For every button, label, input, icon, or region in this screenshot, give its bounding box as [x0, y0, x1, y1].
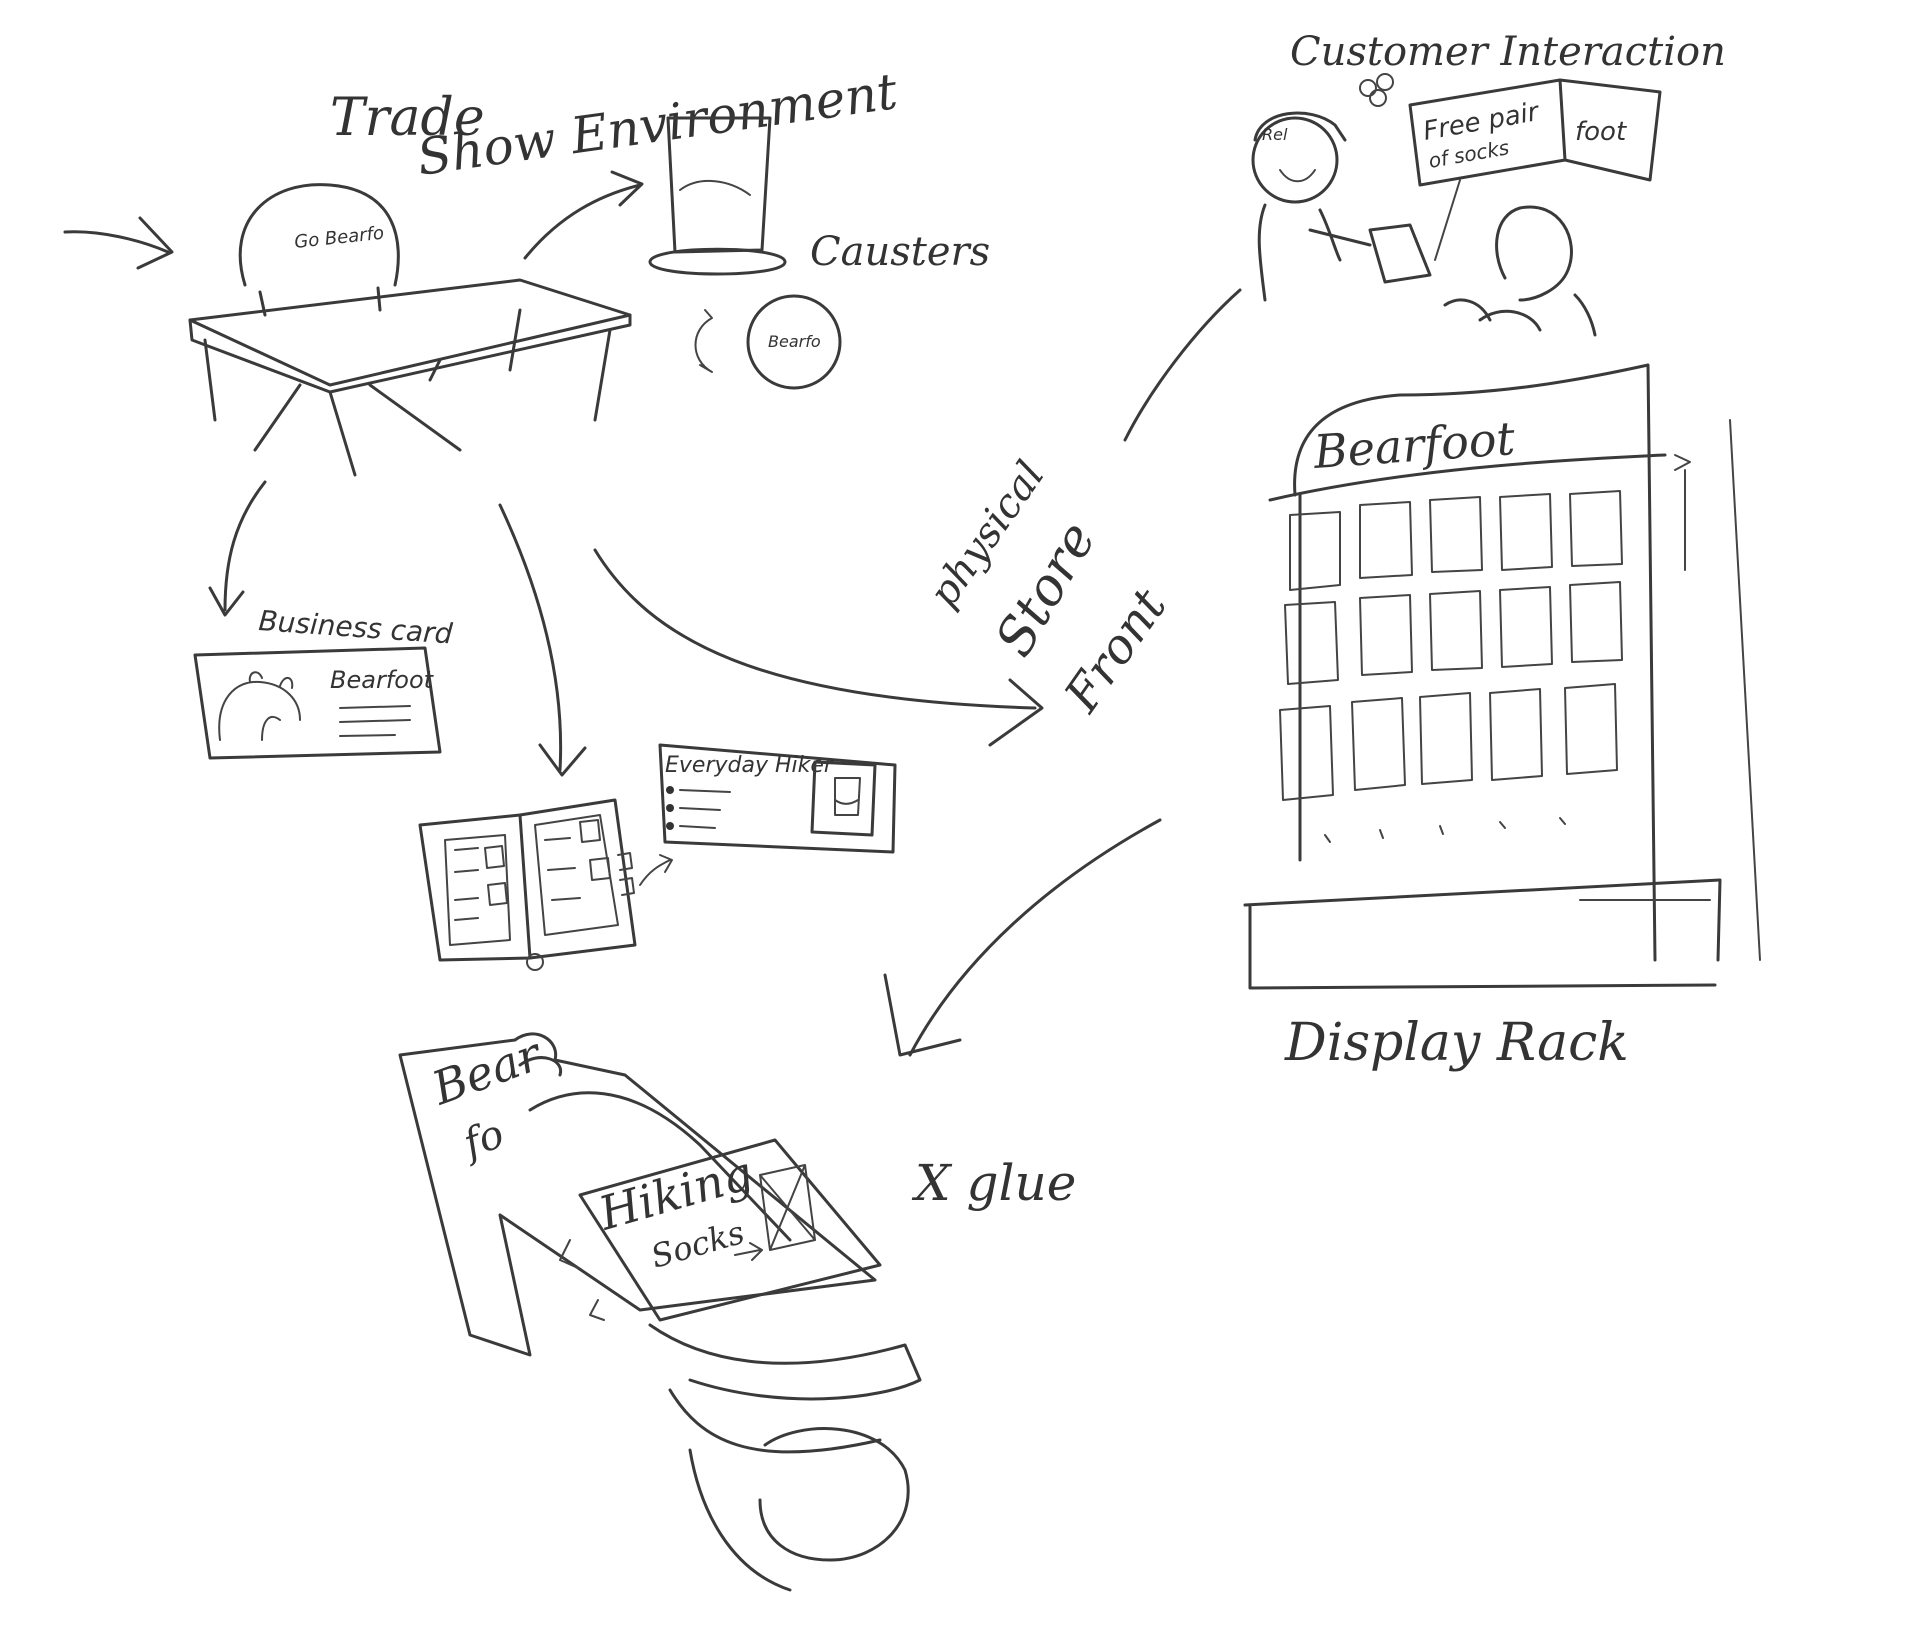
arrow-to-store-front-icon: [593, 548, 1044, 747]
packaging-brand-line2: fo: [455, 1111, 510, 1169]
customer-section: Customer Interaction Rel Free pair of so…: [1251, 29, 1726, 337]
card-in-hand-icon: [1368, 223, 1432, 284]
display-rack-brand: Bearfoot: [1311, 411, 1517, 479]
bear-icon: [218, 671, 301, 741]
booth-table-icon: [188, 183, 632, 477]
store-front-section: physical Store Front: [593, 288, 1242, 747]
customer-title: Customer Interaction: [1290, 29, 1726, 75]
arrow-to-page-icon: [639, 854, 673, 886]
arrow-to-coasters-icon: [523, 170, 644, 260]
arrow-to-packaging-icon: [883, 818, 1162, 1057]
sign-side-text: foot: [1575, 117, 1627, 147]
arrow-to-customer-icon: [1123, 288, 1242, 442]
business-card-section: Business card Bearfoot: [193, 480, 454, 760]
glass-icon: [648, 116, 787, 276]
chair-text: Go Bearfo: [293, 223, 385, 253]
bullet-icon: [666, 804, 674, 812]
staff-person-icon: [1251, 111, 1372, 302]
catalog-page-title: Everyday Hiker: [665, 753, 835, 778]
trade-show-section: Trade Show Environment Go Bearfo Causter…: [63, 62, 990, 477]
display-rack-section: Bearfoot Display Rack: [1243, 363, 1761, 1073]
business-card-label: Business card: [258, 604, 454, 650]
packaging-section: Bear fo Hiking Socks X glue: [398, 818, 1162, 1592]
flower-icon: [1359, 73, 1394, 107]
customer-person-icon: [1443, 205, 1597, 337]
packaging-note: X glue: [911, 1154, 1076, 1212]
trade-show-title-line2: Show Environment: [414, 62, 902, 187]
entry-arrow-icon: [63, 216, 174, 270]
coaster-text: Bearfo: [768, 332, 821, 351]
staff-cap-text: Rel: [1262, 125, 1288, 144]
trade-show-title-line1: Trade: [330, 88, 485, 148]
display-rack-icon: [1243, 363, 1761, 990]
coasters-label: Causters: [810, 229, 990, 275]
sign-icon: [1408, 78, 1662, 261]
sock-package-icon: [398, 1032, 922, 1592]
arrow-to-business-card-icon: [208, 480, 267, 617]
coaster-icon: [694, 294, 842, 390]
catalog-book-icon: [418, 798, 637, 971]
bullet-icon: [666, 822, 674, 830]
catalog-page-icon: Everyday Hiker: [658, 743, 897, 854]
arrow-to-catalog-icon: [498, 503, 587, 777]
bullet-icon: [666, 786, 674, 794]
business-card-brand: Bearfoot: [330, 666, 435, 694]
catalog-section: Everyday Hiker: [418, 503, 897, 971]
business-card-outline: [193, 646, 442, 760]
packaging-brand-line1: Bear: [424, 1026, 550, 1116]
business-card-text-lines: [339, 705, 411, 737]
display-rack-label: Display Rack: [1284, 1013, 1629, 1073]
